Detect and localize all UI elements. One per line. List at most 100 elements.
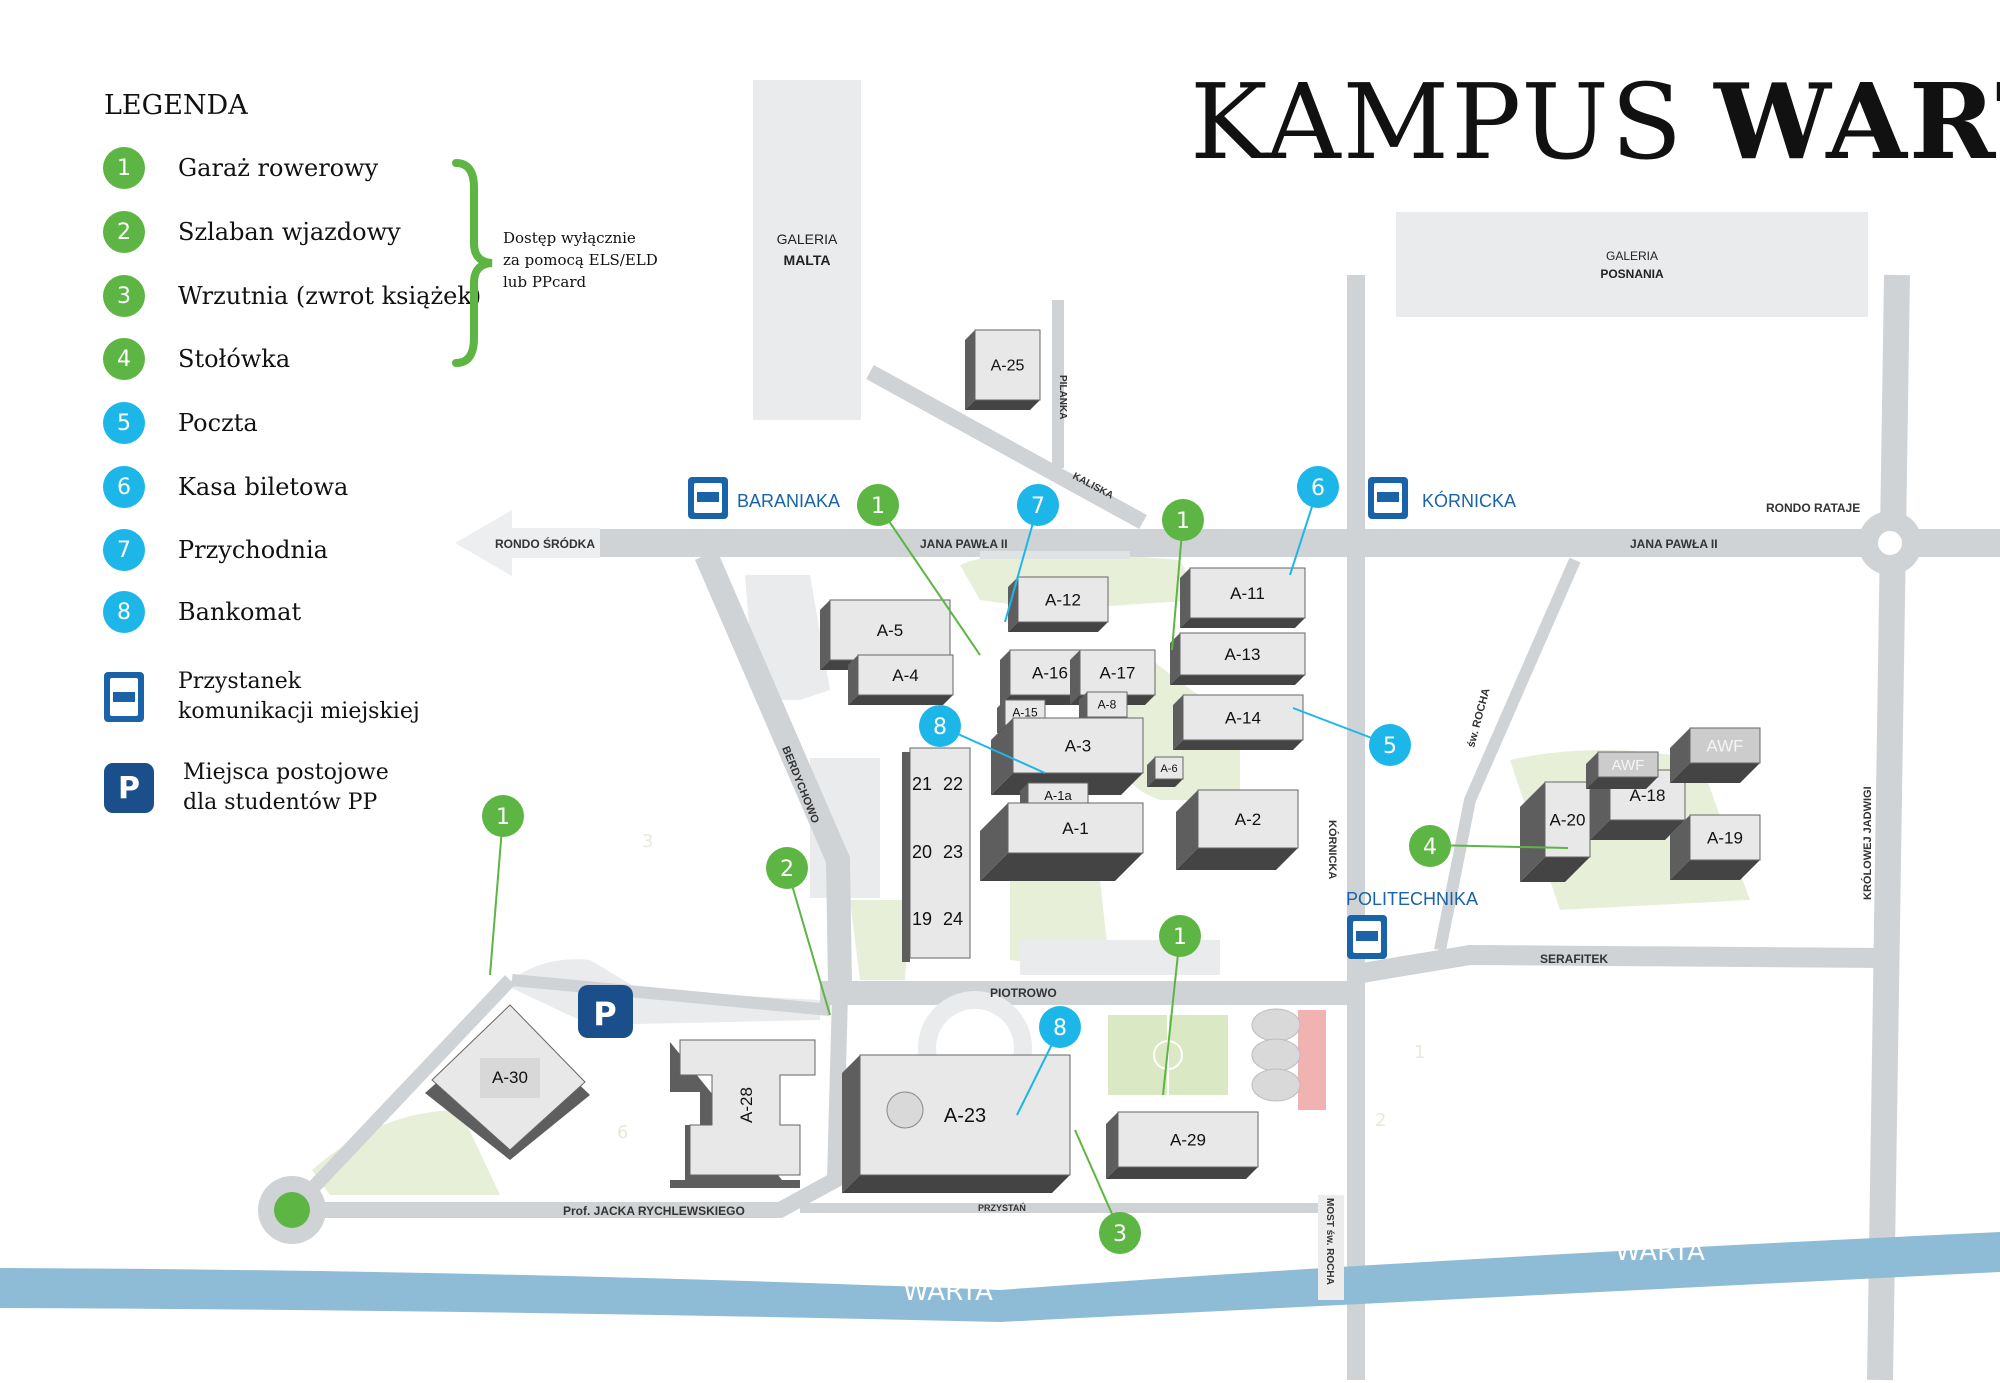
label-jana-pawla-right: JANA PAWŁA II [1630,537,1718,551]
building-top [974,329,1041,401]
building-a28[interactable]: A-28 [670,1039,816,1188]
legend-item-wrzutnia: 3 Wrzutnia (zwrot książek) [103,275,481,317]
title-bold: WARTA [1714,60,2000,183]
access-note-line: lub PPcard [503,272,587,291]
building-side [1070,650,1080,705]
legend-bus-stop-line: Przystanek [178,669,302,694]
building-a12[interactable]: A-12 [1008,576,1109,632]
building-a3[interactable]: A-3 [991,717,1144,795]
markers: 1 7 1 6 8 5 4 1 2 1 8 3 [482,466,1451,1254]
building-a4[interactable]: A-4 [848,654,954,705]
marker-blue-7[interactable]: 7 [1017,484,1059,526]
building-top [829,599,951,661]
building-label: A-15 [1012,706,1038,720]
road-rychlewskiego [292,994,848,1218]
building-a25[interactable]: A-25 [965,329,1041,410]
building-base [1586,777,1658,789]
marker-green-1[interactable]: 1 [1162,499,1204,541]
building-base [1106,1167,1258,1179]
bus-stop-politechnika[interactable]: POLITECHNIKA [1346,889,1478,959]
building-awf1[interactable]: AWF [1670,727,1761,783]
building-top [909,747,971,959]
building-top [1012,717,1144,774]
parking-marker[interactable]: P [578,985,633,1038]
marker-line [877,504,981,656]
galeria-malta-area [753,80,861,420]
bus-stop-kornicka[interactable]: KÓRNICKA [1368,477,1516,519]
building-base [1173,740,1303,750]
marker-number: 4 [1423,835,1437,860]
marker-number: 5 [1383,734,1397,759]
building-side [1670,815,1690,880]
marker-circle [1409,825,1451,867]
marker-green-2[interactable]: 2 [766,847,808,889]
marker-green-1[interactable]: 1 [1159,915,1201,957]
building-base [848,695,953,705]
building-side [848,655,858,705]
page-title: KAMPUSWARTA [1190,70,2000,175]
building-a11[interactable]: A-11 [1180,567,1306,628]
legend-item-przychodnia: 7 Przychodnia [103,529,328,571]
marker-green-4[interactable]: 4 [1409,825,1451,867]
building-label: A-25 [991,358,1025,375]
building-label: A-12 [1045,590,1081,609]
legend-label: Szlaban wjazdowy [178,218,401,246]
building-label: A-30 [492,1068,528,1087]
building-top [1544,781,1591,858]
marker-blue-8[interactable]: 8 [1039,1006,1081,1048]
building-label: AWF [1706,736,1743,755]
marker-blue-8[interactable]: 8 [919,705,961,747]
marker-number: 2 [780,857,794,882]
label-river-warta: WARTA [903,1277,993,1307]
building-a30[interactable]: A-30 [425,1004,590,1160]
road-krolowej-jadwigi [1867,274,1910,1381]
building-a19[interactable]: A-19 [1670,814,1761,880]
building-a29[interactable]: A-29 [1106,1111,1259,1179]
bridge [1318,1195,1344,1300]
building-label: A-1 [1062,819,1088,838]
building-a6[interactable]: A-6 [1147,756,1184,787]
building-awf2[interactable]: AWF [1586,751,1659,789]
dome [1251,1008,1301,1042]
marker-blue-6[interactable]: 6 [1297,466,1339,508]
marker-line [1429,844,1569,849]
legend-label: Przychodnia [178,536,328,564]
building-label: A-16 [1032,663,1068,682]
building-a23[interactable]: A-23 [842,1054,1071,1193]
parking-letter: P [593,995,616,1033]
label-most: MOST św. ROCHA [1324,1198,1335,1285]
building-a14[interactable]: A-14 [1173,694,1304,750]
label-galeria-malta-name: MALTA [784,252,831,268]
legend-heading: LEGENDA [104,90,248,121]
label-galeria-malta: GALERIA [777,231,838,247]
marker-green-1[interactable]: 1 [857,484,899,526]
legend-marker-3: 3 [103,275,145,317]
legend-marker-1: 1 [103,147,145,189]
building-a13[interactable]: A-13 [1170,632,1306,685]
marker-number: 6 [1311,476,1325,501]
marker-number: 3 [1113,1222,1127,1247]
building-side [997,700,1005,733]
building-a2[interactable]: A-2 [1176,789,1299,870]
bus-glyph [1356,931,1378,941]
building-a20[interactable]: A-20 [1520,781,1591,882]
building-label: A-2 [1235,810,1261,829]
sports-field [1108,1015,1228,1095]
label-kornicka: KÓRNICKA [1326,820,1339,879]
bus-stop-baraniaka[interactable]: BARANIAKA [688,477,840,519]
legend-item-poczta: 5 Poczta [103,402,258,444]
marker-green-3[interactable]: 3 [1099,1212,1141,1254]
marker-blue-5[interactable]: 5 [1369,724,1411,766]
label-rychlewskiego: Prof. JACKA RYCHLEWSKIEGO [563,1204,745,1218]
building-top [857,654,954,696]
marker-green-1[interactable]: 1 [482,795,524,837]
building-a1[interactable]: A-1 [980,802,1144,881]
marker-number: 1 [1176,509,1190,534]
building-side [1520,782,1545,882]
legend-item-garaz: 1 Garaż rowerowy [103,147,378,189]
building-side [1106,1112,1118,1179]
access-note-line: Dostęp wyłącznie [503,229,636,247]
